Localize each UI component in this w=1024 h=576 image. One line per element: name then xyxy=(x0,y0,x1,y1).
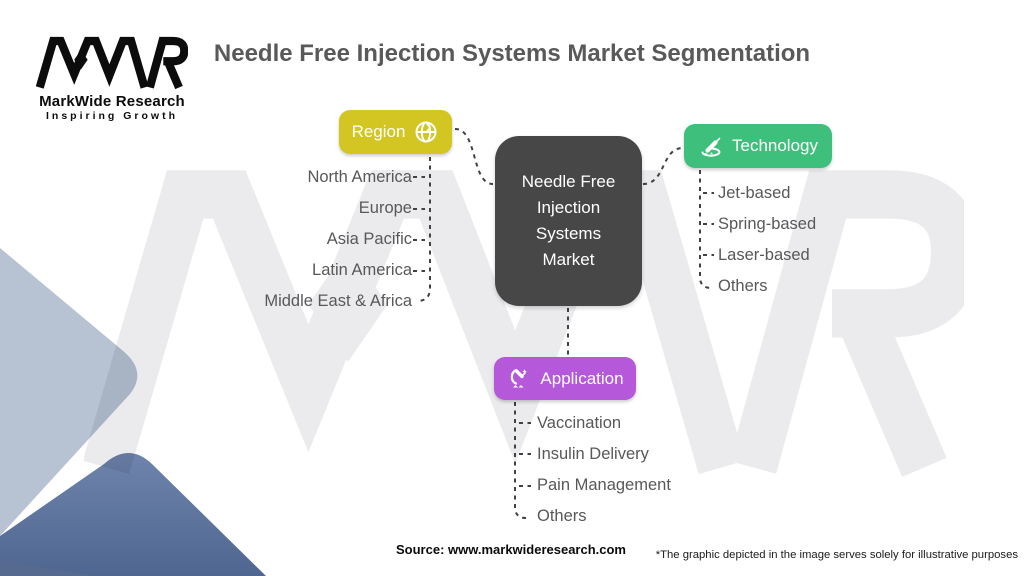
logo-tagline: Inspiring Growth xyxy=(46,110,178,122)
globe-icon xyxy=(415,121,437,143)
application-item-vaccination: Vaccination xyxy=(537,414,622,432)
region-item-asia-pacific: Asia Pacific xyxy=(326,230,412,248)
connector-technology-spine xyxy=(699,170,712,289)
markwide-logo: MarkWide Research Inspiring Growth xyxy=(36,36,188,122)
microscope-icon xyxy=(511,368,528,387)
application-items-list: Vaccination Insulin Delivery Pain Manage… xyxy=(537,411,671,535)
connector-center-to-technology xyxy=(642,147,684,185)
application-badge: Application xyxy=(494,357,636,400)
technology-badge: Technology xyxy=(684,124,832,168)
connector-region-spine xyxy=(418,157,431,302)
technology-item-laser-based: Laser-based xyxy=(718,246,810,264)
disclaimer-note: *The graphic depicted in the image serve… xyxy=(655,549,1018,561)
page-title: Needle Free Injection Systems Market Seg… xyxy=(213,40,811,67)
region-badge-label: Region xyxy=(351,122,406,141)
syringe-launch-icon xyxy=(701,137,721,157)
application-item-others: Others xyxy=(537,507,587,525)
application-item-insulin-delivery: Insulin Delivery xyxy=(537,445,649,463)
center-market-node: Needle Free Injection Systems Market xyxy=(495,136,642,306)
region-item-europe: Europe xyxy=(358,199,412,217)
corner-shape-light xyxy=(0,248,138,536)
technology-item-spring-based: Spring-based xyxy=(718,215,817,233)
technology-badge-label: Technology xyxy=(731,136,818,155)
application-badge-label: Application xyxy=(540,368,624,388)
region-item-latin-america: Latin America xyxy=(312,261,412,279)
technology-item-others: Others xyxy=(718,277,768,295)
corner-shape-dark xyxy=(0,453,266,576)
technology-items-list: Jet-based Spring-based Laser-based Other… xyxy=(718,181,816,305)
center-market-label: Needle Free Injection Systems Market xyxy=(521,172,616,269)
application-item-pain-management: Pain Management xyxy=(537,476,671,494)
region-item-north-america: North America xyxy=(307,168,412,186)
region-badge: Region xyxy=(339,110,452,154)
source-note: Source: www.markwideresearch.com xyxy=(395,542,627,557)
corner-shape-sliver xyxy=(0,560,95,576)
connector-region-to-center xyxy=(454,128,494,185)
technology-item-jet-based: Jet-based xyxy=(718,184,791,202)
logo-company-name: MarkWide Research xyxy=(39,93,185,110)
region-item-middle-east-africa: Middle East & Africa xyxy=(264,292,412,310)
connector-application-spine xyxy=(514,402,527,519)
region-items-list: North America Europe Asia Pacific Latin … xyxy=(150,165,412,320)
